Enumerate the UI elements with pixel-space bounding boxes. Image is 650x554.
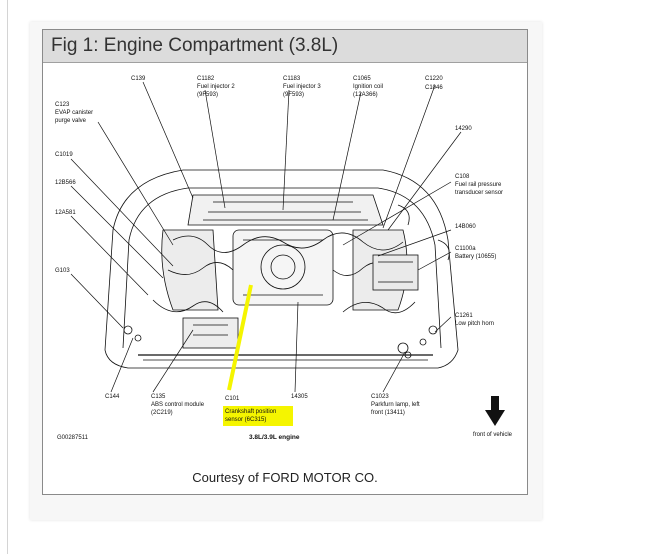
callout-12b566: 12B566 bbox=[55, 180, 76, 186]
callout-c1183-part: (9F593) bbox=[283, 92, 304, 98]
callout-c1261-name: Low pitch horn bbox=[455, 321, 494, 327]
callout-c1100a-name: Battery (10655) bbox=[455, 254, 496, 260]
figure-caption: Courtesy of FORD MOTOR CO. bbox=[192, 470, 378, 485]
engine-diagram: C139 C1182 Fuel injector 2 (9F593) C1183… bbox=[55, 76, 513, 441]
callout-c1023-id: C1023 bbox=[371, 394, 389, 400]
crankshaft-sensor-highlight-line bbox=[227, 284, 253, 391]
callout-c1019: C1019 bbox=[55, 152, 73, 158]
callout-12a581: 12A581 bbox=[55, 210, 76, 216]
callout-c123-part: purge valve bbox=[55, 118, 87, 124]
callout-c1183-id: C1183 bbox=[283, 76, 301, 82]
callout-c101-part: sensor (6C315) bbox=[225, 417, 266, 423]
callout-14290: 14290 bbox=[455, 126, 472, 132]
callout-c1261-id: C1261 bbox=[455, 313, 473, 319]
engine-illustration bbox=[104, 169, 459, 369]
callout-c1065-id: C1065 bbox=[353, 76, 371, 82]
callout-c135-name: ABS control module bbox=[151, 402, 205, 408]
callout-c1023-part: front (13411) bbox=[371, 410, 405, 416]
callout-c139: C139 bbox=[131, 76, 146, 82]
callout-c1220: C1220 bbox=[425, 76, 443, 82]
callout-c123-name: EVAP canister bbox=[55, 110, 93, 116]
callout-c135-part: (2C219) bbox=[151, 410, 173, 416]
figure-title: Fig 1: Engine Compartment (3.8L) bbox=[51, 35, 339, 56]
callout-c1182-id: C1182 bbox=[197, 76, 215, 82]
callout-c1182-name: Fuel injector 2 bbox=[197, 84, 235, 90]
figure-frame: Fig 1: Engine Compartment (3.8L) bbox=[42, 29, 528, 495]
callout-g103: G103 bbox=[55, 268, 70, 274]
callout-c135-id: C135 bbox=[151, 394, 166, 400]
front-arrow-icon bbox=[485, 396, 505, 426]
callout-c108-id: C108 bbox=[455, 174, 470, 180]
callout-c101-id: C101 bbox=[225, 396, 240, 402]
callout-c1046: C1046 bbox=[425, 85, 443, 91]
callout-c108-name: Fuel rail pressure bbox=[455, 182, 502, 188]
callout-c1182-part: (9F593) bbox=[197, 92, 218, 98]
front-of-vehicle-label: front of vehicle bbox=[473, 432, 513, 438]
callout-c1065-name: Ignition coil bbox=[353, 84, 383, 90]
callout-14305: 14305 bbox=[291, 394, 308, 400]
engine-label: 3.8L/3.9L engine bbox=[249, 434, 300, 441]
callout-c101-name: Crankshaft position bbox=[225, 409, 276, 415]
drawing-code: G00287511 bbox=[57, 435, 89, 441]
callout-c1100a-id: C1100a bbox=[455, 246, 476, 252]
callout-c123-id: C123 bbox=[55, 102, 70, 108]
left-border bbox=[7, 0, 8, 554]
callout-14b060: 14B060 bbox=[455, 224, 476, 230]
leader-lines bbox=[70, 81, 462, 393]
crankshaft-sensor-highlight-box bbox=[223, 406, 293, 426]
callout-c1183-name: Fuel injector 3 bbox=[283, 84, 321, 90]
callout-c1023-name: Parkfurn lamp, left bbox=[371, 402, 420, 408]
callout-c1065-part: (12A366) bbox=[353, 92, 378, 98]
callout-c108-part: transducer sensor bbox=[455, 190, 503, 196]
callout-c144: C144 bbox=[105, 394, 120, 400]
figure-title-bar: Fig 1: Engine Compartment (3.8L) bbox=[43, 30, 527, 63]
